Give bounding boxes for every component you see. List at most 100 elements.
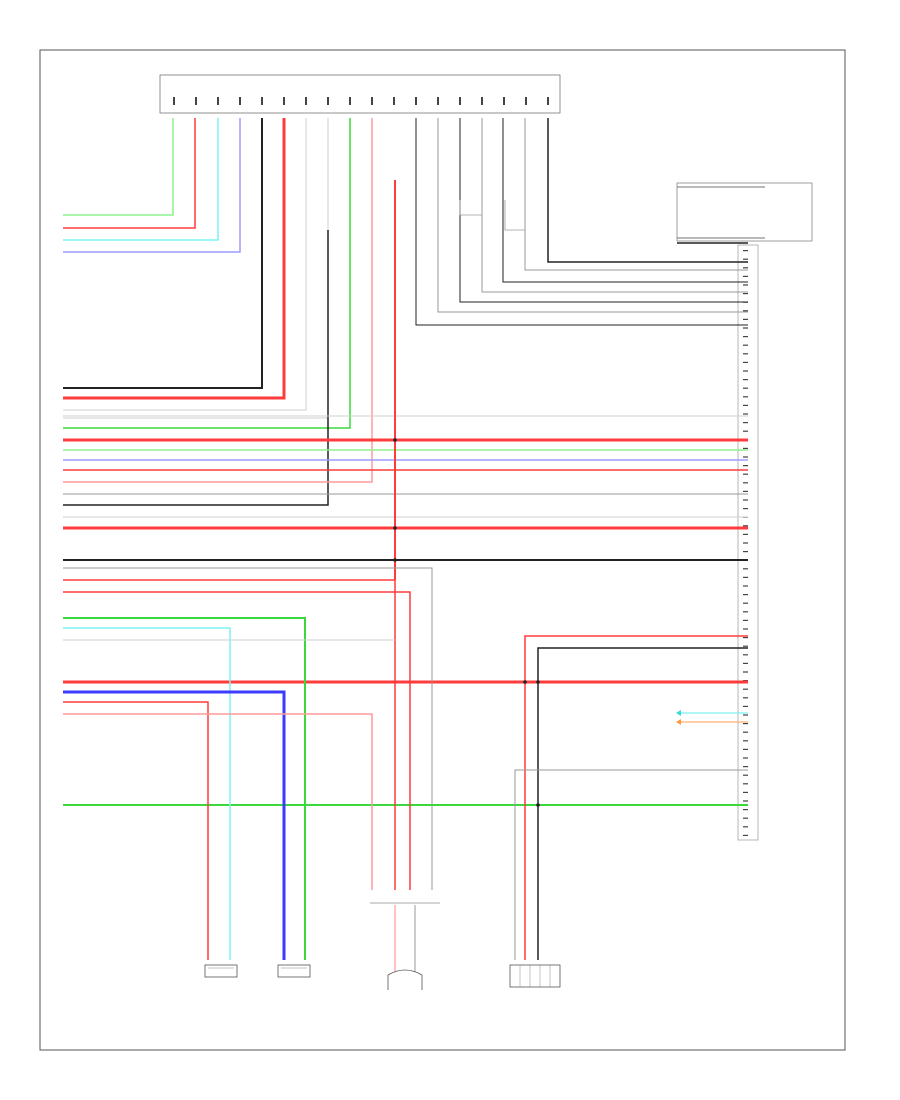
wire-red-top bbox=[63, 118, 196, 229]
right-pin bbox=[743, 585, 748, 587]
right-pin bbox=[743, 834, 748, 836]
right-pin bbox=[743, 697, 748, 699]
wire-black-rb2 bbox=[537, 647, 748, 960]
right-pin bbox=[743, 637, 748, 639]
right-bottom-connector bbox=[509, 964, 561, 988]
top-pin bbox=[283, 97, 285, 105]
wire-gray-r8 bbox=[504, 200, 525, 231]
right-pin bbox=[743, 482, 748, 484]
wires bbox=[63, 118, 748, 980]
right-pin bbox=[743, 361, 748, 363]
right-pin bbox=[743, 576, 748, 578]
top-pin bbox=[349, 97, 351, 105]
right-pin bbox=[743, 705, 748, 707]
right-pin bbox=[743, 619, 748, 621]
wire-green-a bbox=[63, 118, 351, 429]
wire-red-l2 bbox=[63, 579, 396, 890]
right-connector bbox=[737, 244, 759, 841]
right-pin bbox=[743, 310, 748, 312]
right-pin bbox=[743, 275, 748, 277]
right-pin bbox=[743, 662, 748, 664]
right-rear-speaker bbox=[204, 964, 238, 978]
right-pin bbox=[743, 628, 748, 630]
top-right-box bbox=[676, 182, 813, 242]
wire-blue-l7 bbox=[63, 690, 286, 960]
wire-black-r3 bbox=[502, 118, 748, 283]
wire-cyan-l5 bbox=[63, 627, 231, 960]
top-pin bbox=[327, 97, 329, 105]
right-pin bbox=[743, 379, 748, 381]
wire-pink-a bbox=[63, 118, 373, 483]
wire-gray-rb3 bbox=[514, 769, 748, 960]
right-pin bbox=[743, 594, 748, 596]
right-pin bbox=[743, 318, 748, 320]
wire-blue-top bbox=[63, 118, 241, 253]
right-pin bbox=[743, 654, 748, 656]
wire-cyan-top bbox=[63, 118, 219, 241]
right-pin bbox=[743, 551, 748, 553]
right-pin bbox=[743, 645, 748, 647]
wire-red-rb1 bbox=[524, 635, 748, 960]
wire-black-r7 bbox=[415, 118, 748, 326]
left-rear-speaker bbox=[277, 964, 311, 978]
junction bbox=[393, 526, 397, 530]
wire-lg-l4 bbox=[63, 617, 306, 960]
wire-lg-top bbox=[63, 118, 174, 216]
right-pin bbox=[743, 499, 748, 501]
right-pin bbox=[743, 336, 748, 338]
wire-pink-l9 bbox=[63, 713, 373, 890]
right-pin bbox=[743, 465, 748, 467]
right-pin bbox=[743, 826, 748, 828]
junction bbox=[536, 680, 540, 684]
top-connector bbox=[159, 74, 561, 114]
wire-black-b bbox=[63, 230, 329, 506]
diagram-frame bbox=[39, 49, 846, 1051]
top-pin bbox=[547, 97, 549, 105]
right-pin bbox=[743, 568, 748, 570]
right-pin bbox=[743, 542, 748, 544]
wire-black-a bbox=[63, 118, 263, 389]
wire-red-l3 bbox=[63, 591, 411, 890]
right-pin bbox=[743, 688, 748, 690]
right-pin bbox=[743, 800, 748, 802]
top-pin bbox=[217, 97, 219, 105]
right-pin bbox=[743, 473, 748, 475]
right-pin bbox=[743, 757, 748, 759]
wire-red-a bbox=[63, 118, 286, 400]
top-pin bbox=[371, 97, 373, 105]
top-pin bbox=[195, 97, 197, 105]
wire-gray-r4 bbox=[481, 118, 748, 293]
top-pin bbox=[459, 97, 461, 105]
right-pin bbox=[743, 740, 748, 742]
right-pin bbox=[743, 723, 748, 725]
right-pin bbox=[743, 748, 748, 750]
wire-gray-r6 bbox=[437, 118, 748, 313]
right-pin bbox=[743, 370, 748, 372]
junction bbox=[536, 803, 540, 807]
right-pin bbox=[743, 774, 748, 776]
right-pin bbox=[743, 714, 748, 716]
wire-gray-a bbox=[63, 118, 307, 411]
right-pin bbox=[743, 602, 748, 604]
right-pin bbox=[743, 809, 748, 811]
top-pin bbox=[503, 97, 505, 105]
junction bbox=[393, 438, 397, 442]
top-pin bbox=[393, 97, 395, 105]
top-pin bbox=[525, 97, 527, 105]
right-pin bbox=[743, 250, 748, 252]
right-pin bbox=[743, 267, 748, 269]
top-pin bbox=[173, 97, 175, 105]
right-pin bbox=[743, 533, 748, 535]
right-pin bbox=[743, 387, 748, 389]
top-pin bbox=[239, 97, 241, 105]
right-pin bbox=[743, 293, 748, 295]
wire-black-r1 bbox=[547, 118, 748, 263]
right-pin bbox=[743, 766, 748, 768]
right-pin bbox=[743, 353, 748, 355]
right-pin bbox=[743, 344, 748, 346]
top-pin bbox=[261, 97, 263, 105]
right-pin bbox=[743, 731, 748, 733]
right-pin bbox=[743, 508, 748, 510]
right-pin bbox=[743, 327, 748, 329]
